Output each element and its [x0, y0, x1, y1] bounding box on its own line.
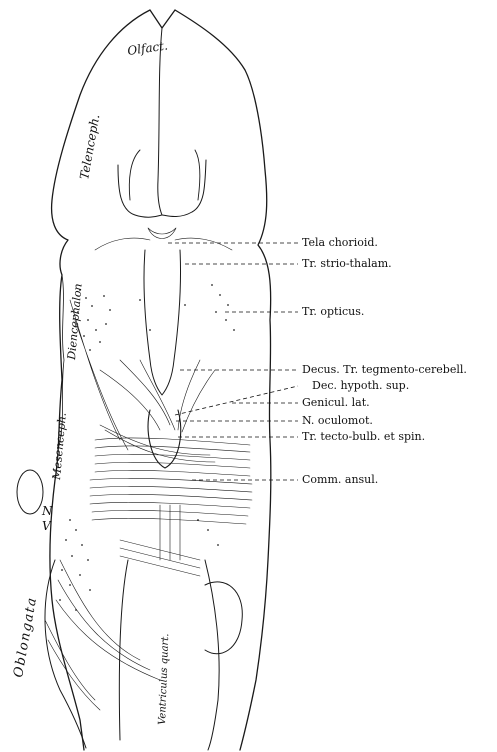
label-oblongata: Oblongata [11, 595, 40, 678]
label-nv-n: N [41, 504, 53, 518]
callout-dec-hypoth-sup: Dec. hypoth. sup. [312, 379, 409, 392]
callout-decus-tr-tegmento-cerebell: Decus. Tr. tegmento-cerebell. [302, 363, 467, 376]
label-olfact: Olfact. [126, 38, 168, 58]
callout-tela-chorioid: Tela chorioid. [302, 236, 378, 249]
callout-genicul-lat: Genicul. lat. [302, 396, 370, 409]
callout-tr-opticus: Tr. opticus. [302, 305, 364, 318]
label-nv-v: V [42, 519, 52, 533]
label-telenceph: Telenceph. [77, 113, 102, 180]
label-mesenceph: Mesenceph. [50, 412, 69, 481]
callout-comm-ansul: Comm. ansul. [302, 473, 378, 486]
callout-tr-tecto-bulb: Tr. tecto-bulb. et spin. [302, 430, 425, 443]
brain-outline [17, 10, 271, 750]
label-ventriculus: Ventriculus quart. [157, 633, 171, 725]
callout-n-oculomot: N. oculomot. [302, 414, 373, 427]
callout-tr-strio-thalam: Tr. strio-thalam. [302, 257, 392, 270]
label-diencephalon: Diencephalon [65, 283, 85, 361]
leader-lines [168, 243, 298, 480]
